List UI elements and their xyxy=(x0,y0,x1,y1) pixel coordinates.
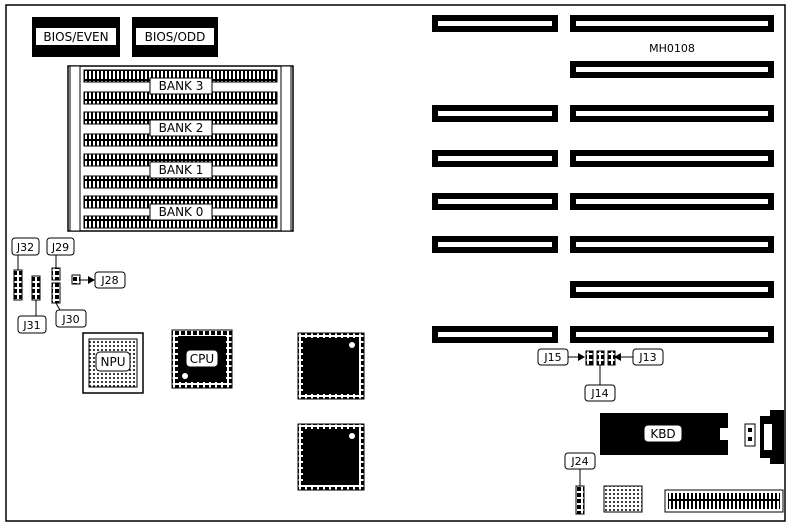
jumper-cluster-left: J32 J29 J31 J30 J28 xyxy=(11,237,126,334)
bank-0-label: BANK 0 xyxy=(159,205,204,219)
bank-0: BANK 0 xyxy=(83,195,278,229)
keyboard-connector xyxy=(744,410,784,464)
kbd-label: KBD xyxy=(650,427,675,441)
bios-odd-label: BIOS/ODD xyxy=(145,30,206,44)
j13-label: J13 xyxy=(638,351,656,364)
j30-jumper xyxy=(51,282,61,304)
j30-label: J30 xyxy=(61,313,79,326)
jumper-cluster-right: J15 J13 J14 xyxy=(537,348,664,402)
cpu-chip: CPU xyxy=(171,329,233,389)
kbd-controller: KBD xyxy=(600,413,728,455)
board-id-label: MH0108 xyxy=(649,42,695,55)
bank-1-label: BANK 1 xyxy=(159,163,204,177)
chipset-chip-1 xyxy=(297,332,365,400)
j13-jumper xyxy=(607,350,616,366)
npu-label: NPU xyxy=(101,355,126,369)
j31-label: J31 xyxy=(22,319,40,332)
j24-jumper xyxy=(575,485,585,515)
npu-chip: NPU xyxy=(82,332,144,394)
j14-jumper xyxy=(596,350,605,366)
battery-module xyxy=(603,485,643,513)
j15-label: J15 xyxy=(543,351,561,364)
j28-jumper xyxy=(71,274,81,285)
j32-jumper xyxy=(13,269,23,301)
power-connector xyxy=(664,489,784,513)
cpu-label: CPU xyxy=(190,352,214,366)
expansion-slots xyxy=(432,15,774,343)
j28-label: J28 xyxy=(100,274,118,287)
j15-jumper xyxy=(585,350,594,366)
bank-2-label: BANK 2 xyxy=(159,121,204,135)
j14-label: J14 xyxy=(590,387,608,400)
bank-3: BANK 3 xyxy=(83,69,278,105)
bank-3-label: BANK 3 xyxy=(159,79,204,93)
j29-label: J29 xyxy=(51,241,69,254)
memory-banks: BANK 3 BANK 2 BANK 1 BANK 0 xyxy=(67,65,294,232)
bios-even-chip: BIOS/EVEN xyxy=(32,17,120,57)
bios-odd-chip: BIOS/ODD xyxy=(132,17,218,57)
j29-jumper xyxy=(51,267,61,281)
j32-label: J32 xyxy=(16,241,34,254)
bios-even-label: BIOS/EVEN xyxy=(43,30,108,44)
j24-label: J24 xyxy=(570,455,588,468)
j31-jumper xyxy=(31,275,41,301)
bank-2: BANK 2 xyxy=(83,111,278,147)
bank-1: BANK 1 xyxy=(83,153,278,189)
chipset-chip-2 xyxy=(297,423,365,491)
j24-group: J24 xyxy=(564,452,596,515)
